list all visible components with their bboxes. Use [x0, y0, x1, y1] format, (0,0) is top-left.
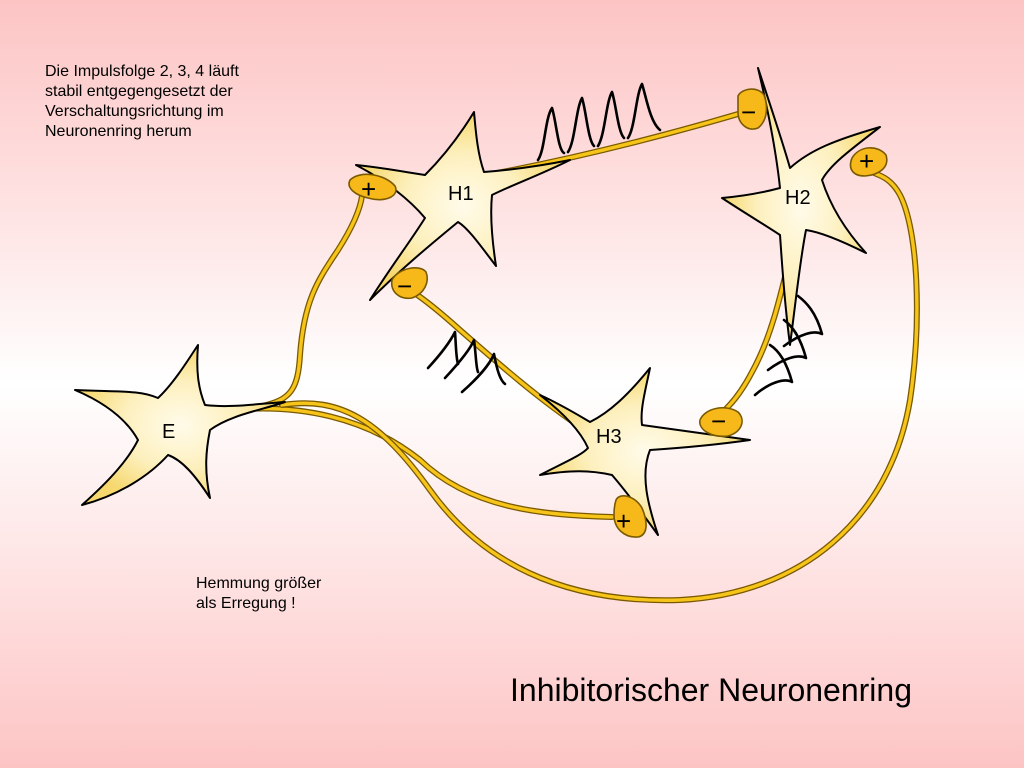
spike	[460, 352, 507, 394]
axon-e-to-h2	[279, 170, 920, 604]
neuron-h3-soma	[539, 367, 751, 536]
synapse-e-to-h2: +	[849, 146, 888, 177]
neuron-h3-label: H3	[596, 426, 622, 448]
synapse-h3-to-h1-sign: −	[397, 271, 412, 301]
annotation-impulse-sequence: Die Impulsfolge 2, 3, 4 läuft stabil ent…	[45, 63, 239, 140]
synapse-e-to-h1-sign: +	[361, 174, 376, 204]
slide-title: Inhibitorischer Neuronenring	[510, 672, 912, 708]
spike	[753, 343, 794, 397]
synapse-h2-to-h3: −	[699, 406, 743, 438]
spike-train-h2-h3	[753, 294, 824, 397]
axon-e-to-h3	[212, 405, 615, 520]
neuron-h3: H3	[539, 367, 751, 536]
neuron-e-label: E	[162, 421, 175, 443]
spike	[426, 330, 460, 370]
synapse-e-to-h3: +	[613, 495, 647, 538]
spike	[443, 338, 480, 380]
spike	[626, 82, 662, 140]
neuron-h1-soma	[355, 111, 571, 301]
synapse-h3-to-h1: −	[390, 267, 428, 301]
neuron-h2: H2	[721, 67, 881, 346]
synapse-h1-to-h2: −	[737, 88, 768, 130]
synapse-e-to-h2-sign: +	[859, 146, 874, 176]
spike-train-h1-h2	[536, 82, 662, 162]
synapse-e-to-h1: +	[348, 173, 397, 204]
neuron-h1-label: H1	[448, 183, 474, 205]
synapse-h2-to-h3-sign: −	[711, 406, 726, 436]
neuron-h2-soma	[721, 67, 881, 346]
neuron-h1: H1	[355, 111, 571, 301]
spike	[566, 96, 596, 154]
neuron-e: E	[74, 344, 286, 506]
spike-train-h3-h1	[426, 330, 507, 394]
neuron-h2-label: H2	[785, 187, 811, 209]
axon-e-to-h1	[259, 193, 365, 409]
spike	[766, 318, 808, 372]
axon-h1-to-h2	[467, 109, 748, 181]
synapse-e-to-h3-sign: +	[616, 506, 631, 536]
spike	[782, 294, 824, 348]
spike	[596, 90, 626, 148]
synapse-h1-to-h2-sign: −	[741, 97, 756, 127]
annotation-inhibition: Hemmung größer als Erregung !	[196, 575, 322, 612]
spike	[536, 106, 566, 162]
neuron-e-soma	[74, 344, 286, 506]
